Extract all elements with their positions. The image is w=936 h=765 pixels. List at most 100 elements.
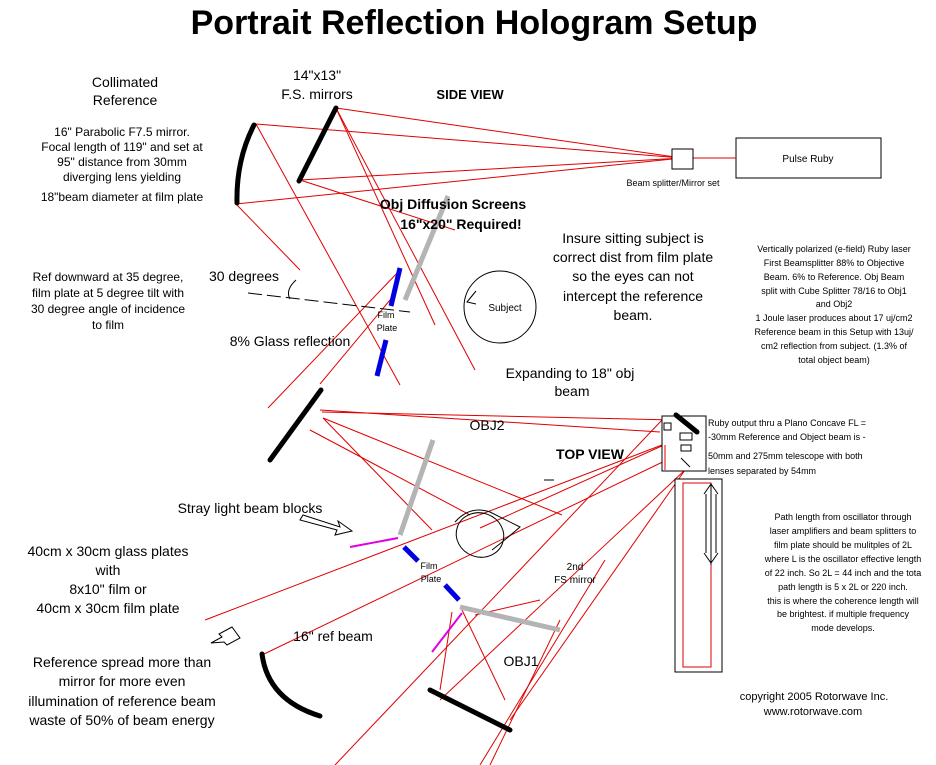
insure-line-1: Insure sitting subject is — [562, 230, 704, 246]
expanding-label: Expanding to 18" obj beam — [506, 365, 635, 399]
lens-2 — [680, 444, 692, 452]
beam-block-1 — [349, 537, 399, 548]
path-length-line-7: this is where the coherence length will — [767, 596, 919, 606]
copyright: copyright 2005 Rotorwave Inc. www.rotorw… — [740, 691, 889, 718]
path-length-line-8: be brightest. if multiple frequency — [777, 609, 910, 619]
laser-note-line-6: 1 Joule laser produces about 17 uj/cm2 — [755, 313, 912, 323]
reference-spread-note: Reference spread more than mirror for mo… — [28, 654, 216, 728]
film-plate-top-line-2: Plate — [421, 574, 442, 584]
path-length-line-3: film plate should be mulitples of 2L — [774, 540, 912, 550]
cube-splitter — [663, 422, 672, 431]
stray-light-label: Stray light beam blocks — [178, 500, 323, 516]
glass-plates-line-4: 40cm x 30cm film plate — [36, 600, 179, 616]
laser-note-line-8: cm2 reflection from subject. (1.3% of — [761, 341, 908, 351]
fs-mirrors-line-2: F.S. mirrors — [281, 86, 353, 102]
diffusion-screen-top-1 — [397, 439, 436, 536]
top-view-heading: TOP VIEW — [556, 446, 625, 462]
path-length-line-4: where L is the oscillator effective leng… — [764, 554, 922, 564]
insure-line-4: intercept the reference — [563, 288, 703, 304]
copyright-line-1: copyright 2005 Rotorwave Inc. — [740, 691, 889, 703]
ref-beam-label: 16" ref beam — [293, 628, 373, 644]
side-view-heading: SIDE VIEW — [436, 87, 504, 102]
ruby-output-note: Ruby output thru a Plano Concave FL = -3… — [708, 418, 866, 476]
parabolic-line-2: Focal length of 119" and set at — [41, 140, 203, 154]
glass-reflection-label: 8% Glass reflection — [230, 333, 351, 349]
laser-note-line-5: and Obj2 — [816, 299, 853, 309]
copyright-line-2: www.rotorwave.com — [763, 706, 862, 718]
glass-plates-note: 40cm x 30cm glass plates with 8x10" film… — [27, 543, 188, 616]
fs-mirrors-line-1: 14"x13" — [293, 67, 341, 83]
ref-parabolic-mirror-top — [259, 651, 323, 719]
collimated-line-2: Reference — [93, 92, 158, 108]
second-fs-mirror — [427, 687, 513, 733]
laser-note-line-1: Vertically polarized (e-field) Ruby lase… — [757, 244, 911, 254]
obj-diffusion-label: Obj Diffusion Screens 16"x20" Required! — [380, 196, 526, 232]
path-length-line-1: Path length from oscillator through — [774, 512, 911, 522]
parabolic-mirror-side — [234, 122, 257, 206]
film-plate-side-line-1: Film — [378, 310, 395, 320]
angle-arc — [288, 279, 297, 300]
top-view-beams — [204, 409, 686, 765]
path-length-note: Path length from oscillator through lase… — [764, 512, 922, 633]
ref-downward-note: Ref downward at 35 degree, film plate at… — [31, 270, 185, 332]
ruby-output-line-1: Ruby output thru a Plano Concave FL = — [708, 418, 866, 428]
fs-mirror-side — [296, 105, 339, 184]
reference-spread-line-2: mirror for more even — [59, 673, 186, 689]
diffusion-screen-side — [402, 195, 451, 301]
subject-top-head — [455, 512, 505, 558]
subject-circle — [463, 270, 537, 344]
ref-downward-line-3: 30 degree angle of incidence — [31, 302, 185, 316]
insure-line-3: so the eyes can not — [572, 268, 694, 284]
thirty-degrees-label: 30 degrees — [209, 268, 279, 284]
reference-spread-line-1: Reference spread more than — [33, 654, 211, 670]
fs-mirrors-label: 14"x13" F.S. mirrors — [281, 67, 353, 102]
ruby-output-line-2: -30mm Reference and Object beam is - — [708, 432, 866, 442]
beam-splitter-label: Beam splitter/Mirror set — [626, 178, 720, 188]
film-plate-side-upper — [388, 267, 403, 307]
pulse-ruby-label: Pulse Ruby — [782, 154, 833, 165]
reference-spread-line-4: waste of 50% of beam energy — [28, 712, 214, 728]
film-plate-top-label: Film Plate — [421, 561, 442, 584]
laser-tube — [674, 478, 723, 673]
parabolic-note: 16" Parabolic F7.5 mirror. Focal length … — [41, 125, 204, 204]
reference-spread-line-3: illumination of reference beam — [28, 693, 216, 709]
path-length-line-9: mode develops. — [811, 623, 875, 633]
beam-block-2 — [431, 612, 463, 653]
lens-3 — [680, 457, 691, 468]
page-title: Portrait Reflection Hologram Setup — [191, 4, 758, 42]
reference-spread-arrow — [210, 626, 241, 646]
parabolic-line-1: 16" Parabolic F7.5 mirror. — [54, 125, 190, 139]
insure-line-2: correct dist from film plate — [553, 249, 713, 265]
laser-note-line-7: Reference beam in this Setup with 13uj/ — [754, 327, 914, 337]
path-length-line-2: laser amplifiers and beam splitters to — [770, 526, 917, 536]
expanding-line-2: beam — [554, 383, 589, 399]
glass-plates-line-1: 40cm x 30cm glass plates — [27, 543, 188, 559]
laser-head-mirror — [673, 412, 700, 435]
obj2-label: OBJ2 — [469, 417, 504, 433]
subject-label: Subject — [488, 303, 522, 314]
obj-diffusion-line-2: 16"x20" Required! — [400, 216, 521, 232]
laser-note-line-3: Beam. 6% to Reference. Obj Beam — [764, 272, 905, 282]
laser-note-line-4: split with Cube Splitter 78/16 to Obj1 — [761, 286, 907, 296]
obj2-mirror-top — [267, 387, 324, 463]
parabolic-line-3: 95" distance from 30mm — [57, 155, 187, 169]
subject-top-shoulders — [454, 509, 521, 551]
parabolic-line-5: 18"beam diameter at film plate — [41, 190, 204, 204]
insure-line-5: beam. — [614, 307, 653, 323]
second-fs-line-2: FS mirror — [554, 575, 596, 586]
incidence-line — [247, 292, 411, 313]
side-view-beams — [235, 107, 683, 409]
parabolic-line-4: diverging lens yielding — [63, 170, 181, 184]
second-fs-line-1: 2nd — [567, 562, 584, 573]
film-plate-top-lower — [443, 583, 461, 602]
collimated-line-1: Collimated — [92, 74, 158, 90]
beam-splitter-box — [671, 148, 694, 170]
laser-arrow-bottom — [703, 552, 719, 564]
expanding-line-1: Expanding to 18" obj — [506, 365, 635, 381]
ref-downward-line-2: film plate at 5 degree tilt with — [32, 286, 184, 300]
path-length-line-6: path length is 5 x 2L or 220 inch. — [778, 582, 908, 592]
film-plate-top-upper — [402, 545, 420, 563]
glass-plates-line-2: with — [95, 562, 121, 578]
